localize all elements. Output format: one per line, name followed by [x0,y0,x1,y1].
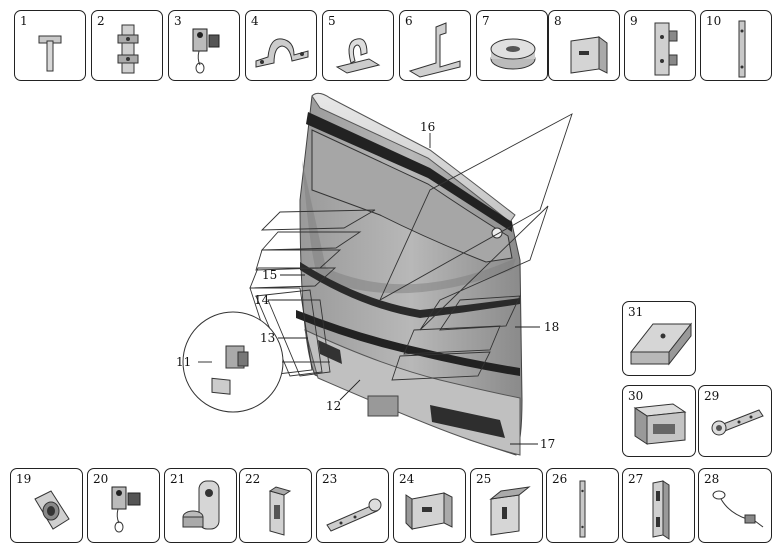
part-box-26[interactable]: 26 [546,468,619,543]
part-box-23[interactable]: 23 [316,468,389,543]
box-bracket-icon [633,403,687,445]
part-number: 24 [399,472,415,486]
pin-plate-icon [182,480,220,530]
part-number: 4 [251,14,259,28]
part-box-21[interactable]: 21 [164,468,237,543]
part-number: 31 [628,305,644,319]
latch-with-cable-icon [111,486,141,533]
callout-11: 11 [176,355,191,369]
part-number: 3 [174,14,182,28]
rear-wall-body [296,92,523,456]
part-box-28[interactable]: 28 [698,468,772,543]
part-number: 21 [170,472,186,486]
part-number: 10 [706,14,722,28]
latch-with-cable-icon [192,28,220,74]
part-number: 1 [20,14,28,28]
part-number: 5 [328,14,336,28]
part-number: 27 [628,472,644,486]
part-box-10[interactable]: 10 [700,10,772,81]
leader-lines [198,133,540,445]
part-box-2[interactable]: 2 [91,10,163,81]
part-number: 19 [16,472,32,486]
part-box-1[interactable]: 1 [14,10,86,81]
part-box-8[interactable]: 8 [548,10,620,81]
part-number: 20 [93,472,109,486]
callout-14: 14 [254,293,270,307]
part-number: 7 [482,14,490,28]
t-bolt-icon [38,35,62,72]
part-box-20[interactable]: 20 [87,468,160,543]
callout-18: 18 [544,320,559,334]
channel-bracket-icon [629,322,693,366]
part-box-6[interactable]: 6 [399,10,471,81]
part-number: 30 [628,389,644,403]
part-number: 29 [704,389,720,403]
callout-13: 13 [260,331,275,345]
part-box-31[interactable]: 31 [622,301,696,376]
part-number: 22 [245,472,261,486]
thin-strip-icon [579,480,586,538]
part-box-5[interactable]: 5 [322,10,394,81]
part-box-24[interactable]: 24 [393,468,466,543]
part-box-27[interactable]: 27 [622,468,695,543]
l-bracket-slot-icon [489,486,531,536]
part-box-25[interactable]: 25 [470,468,543,543]
part-number: 6 [405,14,413,28]
part-box-4[interactable]: 4 [245,10,317,81]
flange-plate-icon [34,490,70,530]
long-strip-icon [738,20,746,78]
slotted-angle-icon [652,480,670,540]
part-box-30[interactable]: 30 [622,385,696,457]
detail-view-11 [182,311,330,413]
u-bracket-icon [405,492,453,531]
part-number: 28 [704,472,720,486]
callout-16: 16 [420,120,435,134]
part-number: 25 [476,472,492,486]
part-box-9[interactable]: 9 [624,10,696,81]
pipe-clamp-icon [255,38,309,68]
part-box-3[interactable]: 3 [168,10,240,81]
cable-hook-icon [712,490,764,528]
slotted-bar-icon [326,498,382,532]
rubber-ring-icon [490,38,536,70]
hinge-plate-icon [117,24,139,74]
part-number: 26 [552,472,568,486]
l-bracket-icon [268,486,292,536]
part-number: 9 [630,14,638,28]
spring-clip-icon [335,38,381,74]
part-number: 8 [554,14,562,28]
callout-17: 17 [540,437,555,451]
z-bracket-icon [408,22,461,78]
roller-bracket-icon [711,409,764,436]
part-number: 23 [322,472,338,486]
exploded-panel-outlines [249,113,573,381]
callout-15: 15 [262,268,277,282]
part-box-7[interactable]: 7 [476,10,548,81]
part-box-19[interactable]: 19 [10,468,83,543]
part-number: 2 [97,14,105,28]
angle-plate-icon [570,36,608,74]
part-box-22[interactable]: 22 [239,468,312,543]
callout-12: 12 [326,399,341,413]
hinge-bracket-icon [654,22,678,76]
part-box-29[interactable]: 29 [698,385,772,457]
